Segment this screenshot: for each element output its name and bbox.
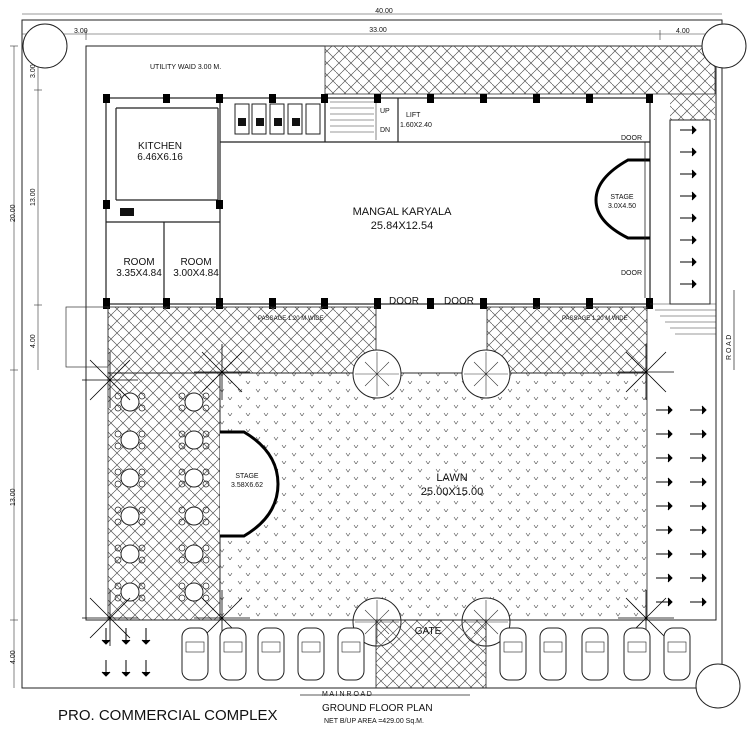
kitchen-name: KITCHEN bbox=[138, 141, 182, 152]
room2-name: ROOM bbox=[180, 257, 212, 268]
room1-size: 3.35X4.84 bbox=[116, 268, 162, 279]
stage1-name: STAGE bbox=[610, 194, 634, 201]
stage1-size: 3.0X4.50 bbox=[607, 203, 637, 210]
room1-name: ROOM bbox=[123, 257, 155, 268]
dining-strip bbox=[107, 372, 221, 621]
passage-left-label: PASSAGE 1.20 M WIDE bbox=[258, 316, 324, 322]
door-label-1: DOOR bbox=[389, 296, 419, 307]
main-road-label: M A I N R O A D bbox=[322, 691, 372, 698]
dim-left-a: 3.00 bbox=[30, 64, 37, 78]
drawing-subtitle: GROUND FLOOR PLAN bbox=[322, 703, 433, 714]
lawn bbox=[219, 372, 648, 621]
lawn-size: 25.00X15.00 bbox=[420, 486, 484, 498]
passage-left bbox=[107, 306, 377, 374]
lift-size: 1.60X2.40 bbox=[400, 122, 432, 129]
lawn-stage-outline bbox=[220, 430, 280, 538]
site-boundary bbox=[21, 19, 723, 689]
fixtures bbox=[120, 118, 300, 216]
dim-left-b: 13.00 bbox=[30, 188, 37, 206]
hall-name: MANGAL KARYALA bbox=[352, 206, 452, 218]
door-label-2: DOOR bbox=[444, 296, 474, 307]
ramp-steps bbox=[650, 303, 716, 335]
two-wheeler-parking bbox=[101, 125, 707, 677]
lift-name: LIFT bbox=[406, 112, 421, 119]
room2-size: 3.00X4.84 bbox=[173, 268, 219, 279]
staircase bbox=[330, 100, 377, 140]
hall-size: 25.84X12.54 bbox=[370, 220, 434, 232]
dim-left-f: 4.00 bbox=[10, 650, 17, 664]
stair-dn-label: DN bbox=[380, 127, 391, 134]
dim-top-right: 4.00 bbox=[676, 28, 690, 35]
hall-stage-outline bbox=[594, 158, 650, 240]
top-paving bbox=[324, 45, 716, 95]
stage2-size: 3.58X6.62 bbox=[231, 482, 263, 489]
toilet-block bbox=[234, 103, 321, 135]
side-ramp bbox=[669, 119, 711, 305]
parked-cars bbox=[181, 627, 691, 681]
entry-steps bbox=[65, 306, 109, 368]
passage-right bbox=[486, 306, 648, 374]
passage-right-label: PASSAGE 1.20 M WIDE bbox=[562, 316, 628, 322]
dim-top-left: 3.00 bbox=[74, 28, 88, 35]
door-label-stage-top: DOOR bbox=[621, 135, 642, 142]
dim-top-total: 40.00 bbox=[375, 8, 393, 15]
gate-label: GATE bbox=[414, 626, 442, 637]
dim-top-mid: 33.00 bbox=[369, 27, 387, 34]
dim-left-e: 13.00 bbox=[10, 488, 17, 506]
stage2-name: STAGE bbox=[235, 473, 259, 480]
car-windshields bbox=[185, 641, 687, 653]
lawn-name: LAWN bbox=[436, 472, 468, 484]
utility-label: UTILITY WAID 3.00 M. bbox=[150, 64, 222, 71]
kitchen-size: 6.46X6.16 bbox=[137, 152, 183, 163]
road-label: R O A D bbox=[726, 334, 733, 360]
area-note: NET B/UP AREA =429.00 Sq.M. bbox=[324, 718, 424, 725]
dim-left-d: 4.00 bbox=[30, 334, 37, 348]
drawing-title: PRO. COMMERCIAL COMPLEX bbox=[58, 707, 278, 724]
dining-tables bbox=[120, 392, 204, 602]
dimension-lines bbox=[10, 13, 722, 688]
columns bbox=[103, 94, 653, 309]
stair-up-label: UP bbox=[380, 108, 390, 115]
door-label-stage-bottom: DOOR bbox=[621, 270, 642, 277]
dim-left-c: 20.00 bbox=[10, 204, 17, 222]
dining-chairs bbox=[114, 392, 210, 602]
